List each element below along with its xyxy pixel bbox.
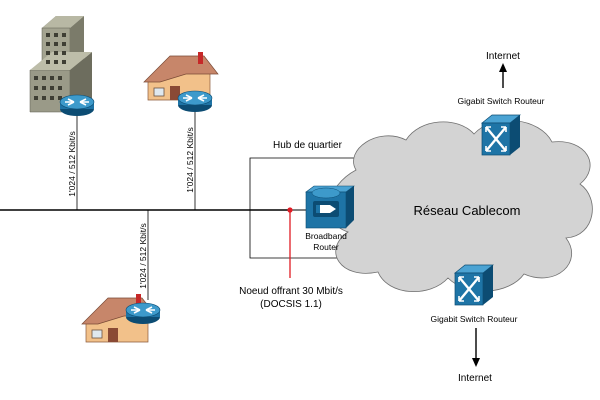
link-label-office: 1'024 / 512 Kbit/s (67, 131, 77, 196)
gigabit-switch-icon-bottom (453, 263, 495, 307)
broadband-router-label-1: Broadband (305, 231, 347, 241)
link-label-house-top: 1'024 / 512 Kbit/s (185, 127, 195, 192)
arrow-up-icon (499, 63, 507, 88)
router-icon-house-bottom (125, 302, 161, 325)
arrow-down-icon (472, 328, 480, 367)
cloud-icon (328, 120, 593, 292)
internet-bottom-label: Internet (458, 373, 492, 384)
node-label-2: (DOCSIS 1.1) (260, 299, 322, 310)
hub-box (249, 157, 365, 259)
node-dot (287, 207, 293, 213)
router-icon-office (59, 94, 95, 117)
hub-label: Hub de quartier (273, 140, 343, 151)
gigabit-switch-icon-top (480, 113, 522, 157)
internet-top-label: Internet (486, 51, 520, 62)
router-icon-house-top (177, 90, 213, 113)
switch-bottom-label: Gigabit Switch Routeur (431, 314, 518, 324)
link-label-house-bottom: 1'024 / 512 Kbit/s (138, 223, 148, 288)
switch-top-label: Gigabit Switch Routeur (458, 96, 545, 106)
broadband-router-icon (305, 185, 355, 229)
cloud-label: Réseau Cablecom (414, 203, 521, 218)
node-label-1: Noeud offrant 30 Mbit/s (239, 286, 343, 297)
broadband-router-label-2: Router (313, 242, 339, 252)
